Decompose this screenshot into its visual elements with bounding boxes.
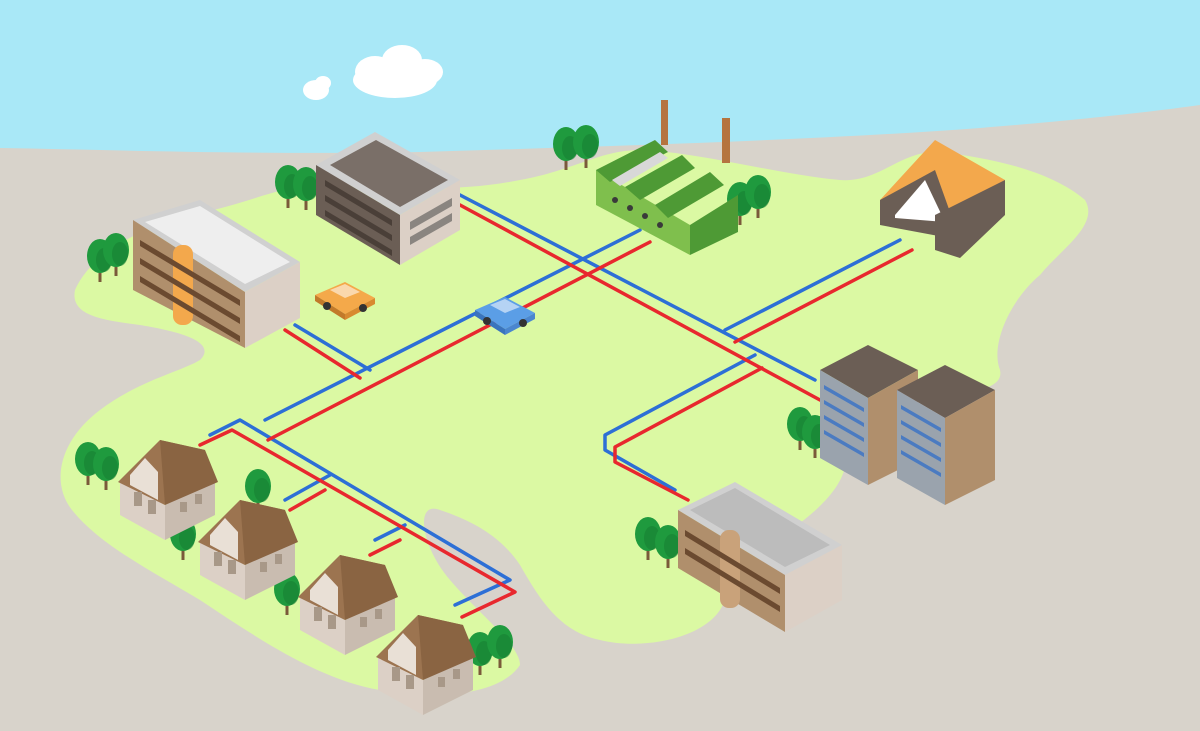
chimney-left: [661, 100, 668, 145]
chimney-right: [722, 118, 730, 163]
apt-right-stairwell: [720, 530, 740, 608]
